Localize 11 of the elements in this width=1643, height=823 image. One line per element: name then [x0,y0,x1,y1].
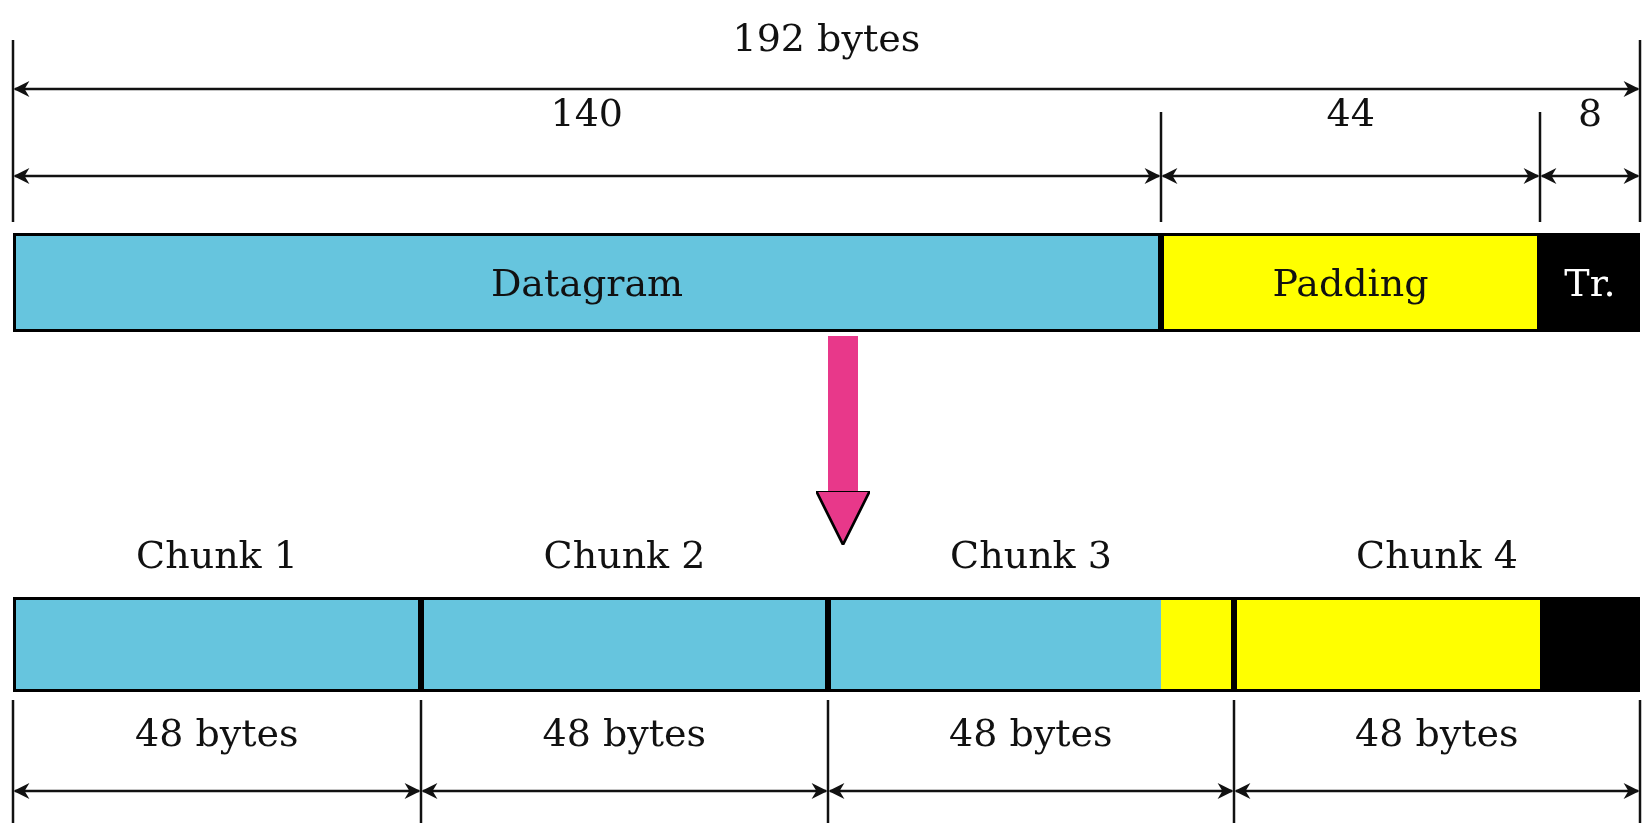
bar-field: Tr. [1540,233,1640,332]
bar-field: Padding [1161,233,1540,332]
chunk-heading: Chunk 3 [949,536,1113,574]
packet-bar [13,233,1640,332]
dimension-label: 44 [1326,94,1375,132]
bar-field: Datagram [13,233,1161,332]
chunk-heading: Chunk 2 [542,536,707,574]
chunk-heading: Chunk 1 [135,536,299,574]
chunk-heading: Chunk 4 [1355,536,1519,574]
dimension-label: 8 [1578,94,1603,132]
dimension-label: 140 [550,94,624,132]
